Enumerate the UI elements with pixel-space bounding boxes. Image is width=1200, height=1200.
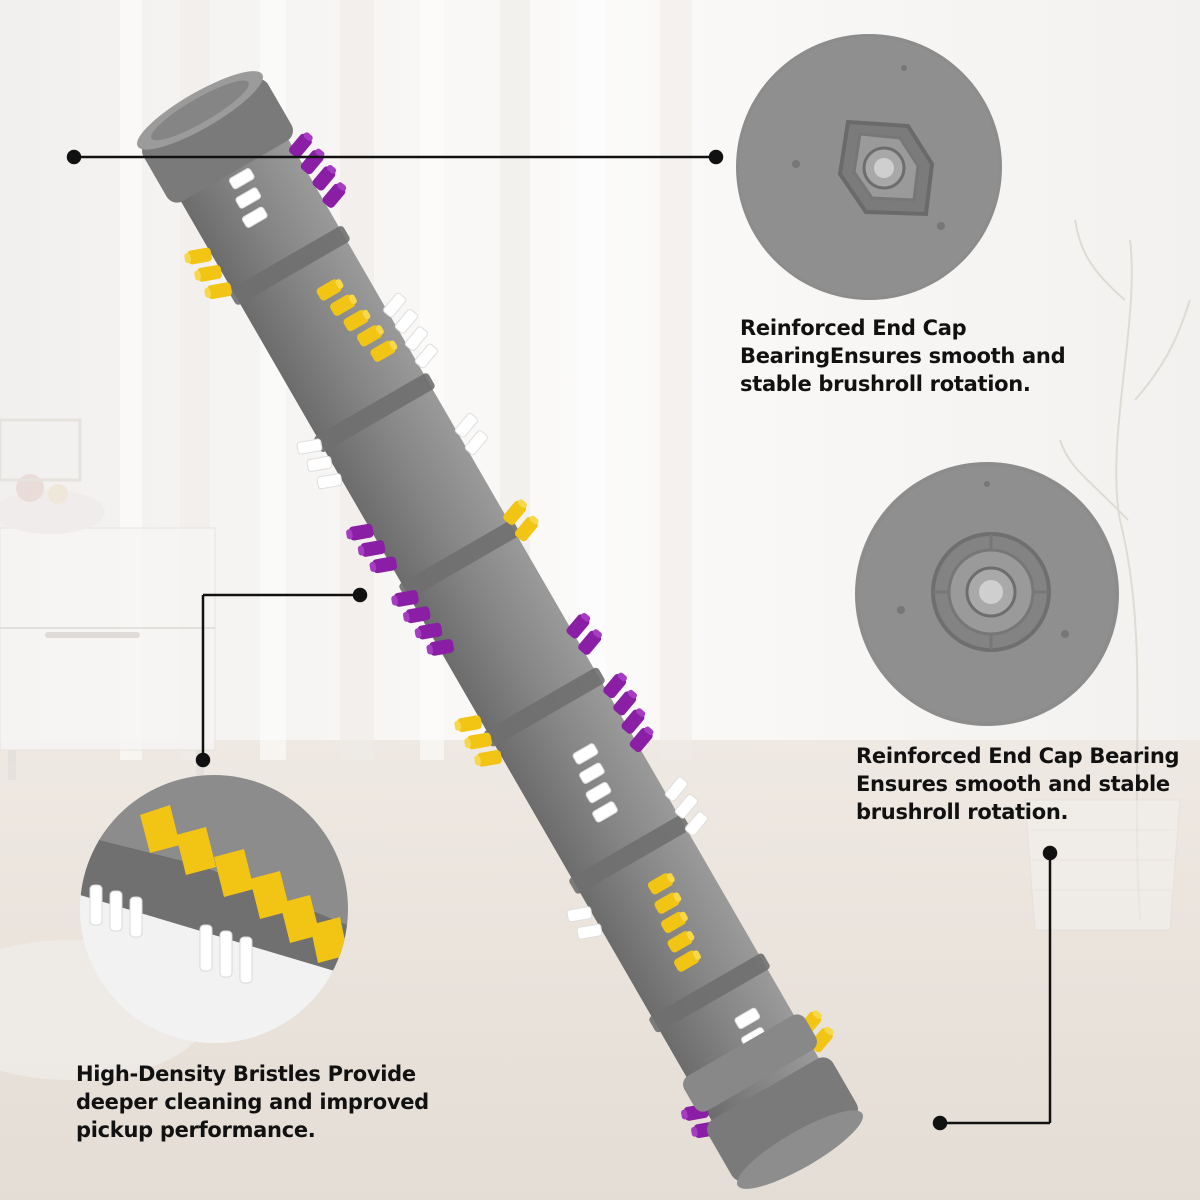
callout-line: High-Density Bristles Provide bbox=[76, 1062, 416, 1086]
callout-line: stable brushroll rotation. bbox=[740, 372, 1031, 396]
end-cap-round-bearing-icon bbox=[855, 462, 1119, 726]
callout-line: BearingEnsures smooth and bbox=[740, 344, 1066, 368]
end-cap-square-bearing-icon bbox=[736, 34, 1002, 300]
end-cap-bottom bbox=[683, 1014, 863, 1189]
callout-end-cap-round: Reinforced End Cap Bearing Ensures smoot… bbox=[856, 742, 1180, 826]
dresser bbox=[0, 418, 216, 780]
callout-line: brushroll rotation. bbox=[856, 800, 1069, 824]
bristle-closeup-icon bbox=[80, 775, 348, 1043]
callout-line: Reinforced End Cap Bearing bbox=[856, 744, 1180, 768]
end-cap-top bbox=[137, 71, 293, 203]
callout-bristles: High-Density Bristles Provide deeper cle… bbox=[76, 1060, 429, 1144]
callout-line: Ensures smooth and stable bbox=[856, 772, 1170, 796]
callout-line: pickup performance. bbox=[76, 1118, 316, 1142]
plant bbox=[1059, 219, 1191, 921]
basket bbox=[1024, 799, 1181, 931]
callout-end-cap-square: Reinforced End Cap BearingEnsures smooth… bbox=[740, 314, 1066, 398]
end-cap-closeup-square bbox=[736, 34, 1002, 300]
end-cap-closeup-round bbox=[855, 462, 1119, 726]
callout-line: Reinforced End Cap bbox=[740, 316, 967, 340]
callout-line: deeper cleaning and improved bbox=[76, 1090, 429, 1114]
bristle-closeup bbox=[80, 775, 348, 1043]
